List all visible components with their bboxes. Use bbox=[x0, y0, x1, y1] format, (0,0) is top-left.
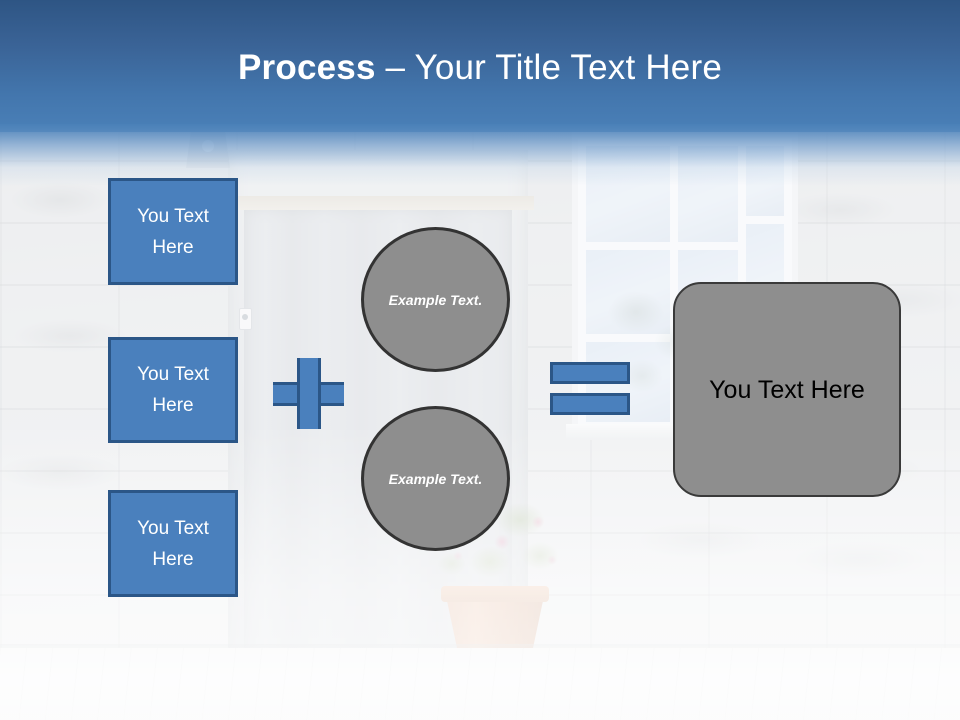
process-circle-1[interactable]: Example Text. bbox=[361, 227, 510, 372]
header-banner bbox=[0, 0, 960, 132]
input-box-2[interactable]: You Text Here bbox=[108, 337, 238, 443]
page-title: Process – Your Title Text Here bbox=[0, 47, 960, 89]
equals-icon-top-bar bbox=[550, 362, 630, 384]
page-title-rest: – Your Title Text Here bbox=[375, 48, 722, 87]
process-circle-2[interactable]: Example Text. bbox=[361, 406, 510, 551]
process-circle-1-label: Example Text. bbox=[388, 291, 483, 308]
input-box-1[interactable]: You Text Here bbox=[108, 178, 238, 285]
equals-icon-bottom-bar bbox=[550, 393, 630, 415]
input-box-1-label: You Text Here bbox=[137, 205, 209, 258]
equals-icon bbox=[550, 362, 630, 416]
input-box-3-label: You Text Here bbox=[137, 517, 209, 570]
input-box-3[interactable]: You Text Here bbox=[108, 490, 238, 597]
result-box[interactable]: You Text Here bbox=[673, 282, 901, 497]
plus-icon bbox=[273, 358, 344, 429]
process-circle-2-label: Example Text. bbox=[388, 470, 483, 487]
plus-icon-center bbox=[300, 385, 318, 403]
page-title-emphasis: Process bbox=[238, 48, 376, 87]
result-box-label: You Text Here bbox=[709, 375, 865, 404]
header-fade bbox=[0, 124, 960, 186]
input-box-2-label: You Text Here bbox=[137, 364, 209, 416]
